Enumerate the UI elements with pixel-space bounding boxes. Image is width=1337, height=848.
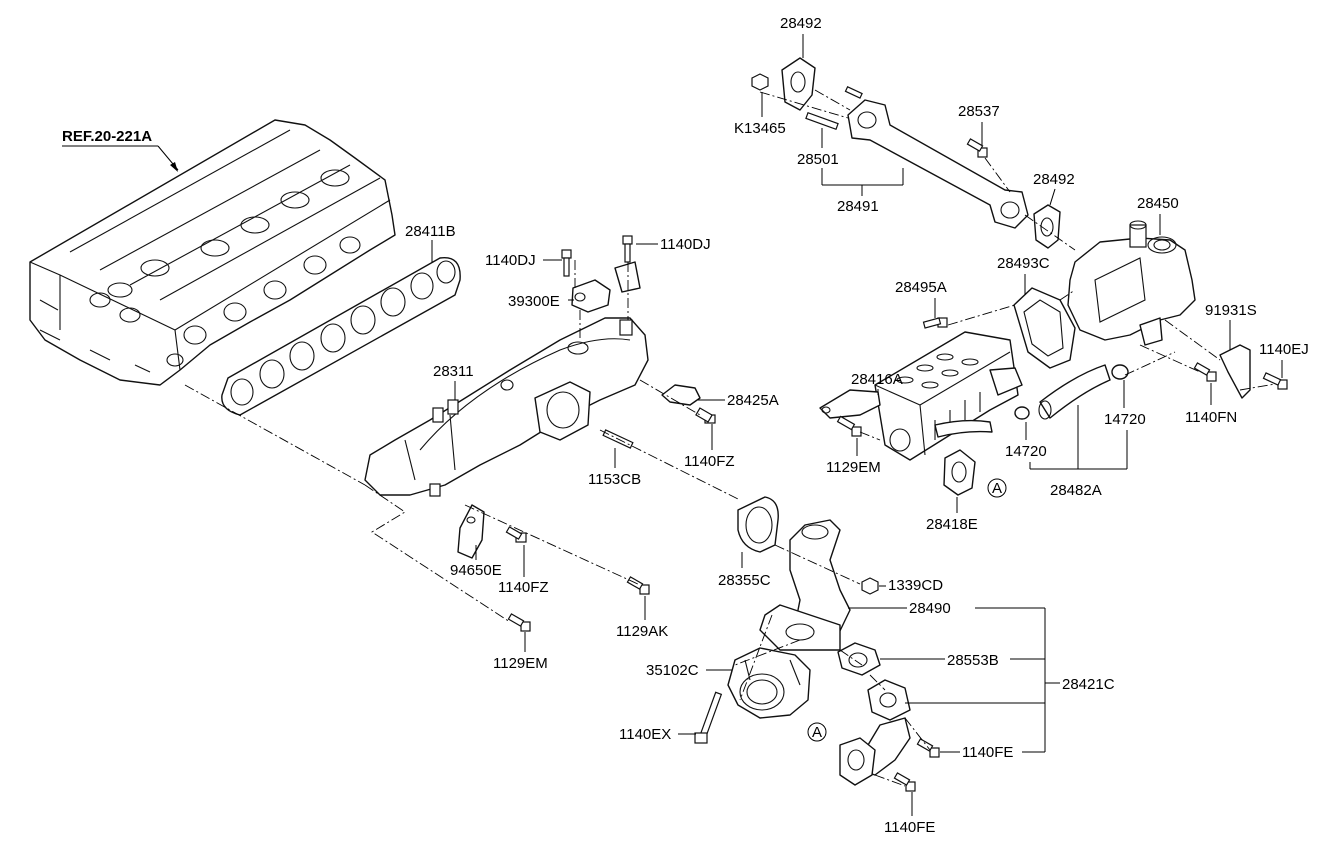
label-28495A: 28495A (895, 279, 947, 296)
label-28418E: 28418E (926, 516, 978, 533)
label-91931S: 91931S (1205, 302, 1257, 319)
label-28492-top: 28492 (780, 15, 822, 32)
label-1140FZ-a: 1140FZ (684, 453, 735, 470)
bolt-1129EM-b (507, 613, 531, 632)
gasket-28418E (943, 449, 976, 496)
exhaust-manifold-gasket (221, 256, 461, 416)
label-28491: 28491 (837, 198, 879, 215)
label-K13465: K13465 (734, 120, 786, 137)
label-28450: 28450 (1137, 195, 1179, 212)
bolt-1140DJ-a (561, 249, 572, 277)
label-39300E: 39300E (508, 293, 560, 310)
label-1140DJ-a: 1140DJ (485, 252, 536, 269)
stud-28501 (805, 111, 839, 131)
egr-pipe-28491 (844, 86, 1029, 229)
svg-text:A: A (992, 480, 1002, 497)
gasket-28492-mid (1033, 204, 1061, 249)
marker-a-upper: A (987, 478, 1007, 498)
bolt-1129AK (626, 576, 650, 595)
label-1140FE-a: 1140FE (962, 744, 1013, 761)
gasket-28493C (1013, 287, 1076, 369)
label-28416A: 28416A (851, 371, 903, 388)
reference-callout: REF.20-221A (62, 128, 179, 172)
label-14720-b: 14720 (1104, 411, 1146, 428)
egr-cooler-28416A (819, 331, 1023, 461)
hose-28482A (1038, 364, 1111, 420)
reference-label: REF.20-221A (62, 128, 152, 145)
group-bracket-28421C (905, 607, 1060, 753)
bracket-28425A (661, 384, 701, 406)
label-28493C: 28493C (997, 255, 1050, 272)
label-28537: 28537 (958, 103, 1000, 120)
bolt-1140FZ-a (695, 407, 716, 424)
bolt-28537 (966, 138, 988, 158)
label-1140EJ: 1140EJ (1259, 341, 1309, 358)
label-1140FE-b: 1140FE (884, 819, 935, 836)
bolt-1140FZ-b (505, 526, 527, 543)
label-28553B: 28553B (947, 652, 999, 669)
egr-valve-housing-28450 (1067, 220, 1196, 346)
label-1140EX: 1140EX (619, 726, 671, 743)
clamp-14720-b (1111, 364, 1129, 380)
egr-pipe-28490 (759, 519, 851, 651)
bolt-28495A (922, 317, 948, 329)
label-28482A: 28482A (1050, 482, 1102, 499)
bolt-1140FN (1193, 362, 1217, 382)
label-28490: 28490 (909, 600, 951, 617)
label-35102C: 35102C (646, 662, 699, 679)
nut-1339CD (861, 577, 879, 595)
bolt-1129EM-a (836, 415, 862, 437)
bolt-1140EX (694, 691, 723, 744)
label-1129EM-b: 1129EM (493, 655, 548, 672)
label-1140FN: 1140FN (1185, 409, 1237, 426)
label-1153CB: 1153CB (588, 471, 641, 488)
bolt-1140FE-b (893, 772, 916, 792)
label-14720-a: 14720 (1005, 443, 1047, 460)
label-28501: 28501 (797, 151, 839, 168)
sensor-39300E (571, 279, 611, 313)
label-1140FZ-b: 1140FZ (498, 579, 549, 596)
label-28421C: 28421C (1062, 676, 1115, 693)
label-28311: 28311 (433, 363, 474, 380)
label-28411B: 28411B (405, 223, 456, 240)
bolt-1140EJ (1262, 372, 1288, 390)
gasket-28355C (737, 496, 779, 553)
cylinder-head (29, 119, 396, 386)
label-1140DJ-b: 1140DJ (660, 236, 711, 253)
bracket-94650E (457, 504, 485, 559)
bracket-28491 (821, 168, 904, 196)
egr-valve-35102C (727, 647, 811, 719)
nut-K13465 (751, 73, 769, 91)
bracket-91931S (1219, 344, 1251, 399)
clamp-14720-a (1014, 406, 1030, 420)
label-94650E: 94650E (450, 562, 502, 579)
exhaust-manifold (364, 317, 649, 497)
label-1129AK: 1129AK (616, 623, 668, 640)
assembly-lines (184, 89, 1276, 787)
label-28492-mid: 28492 (1033, 171, 1075, 188)
label-28355C: 28355C (718, 572, 771, 589)
egr-tube-lower (839, 679, 911, 786)
label-1129EM-a: 1129EM (826, 459, 881, 476)
label-28425A: 28425A (727, 392, 779, 409)
label-1339CD: 1339CD (888, 577, 943, 594)
bracket-28482A (1029, 405, 1128, 470)
svg-text:A: A (812, 724, 822, 741)
marker-a-lower: A (807, 722, 827, 742)
gasket-28553B (837, 642, 881, 676)
gasket-28492-top (781, 57, 816, 111)
